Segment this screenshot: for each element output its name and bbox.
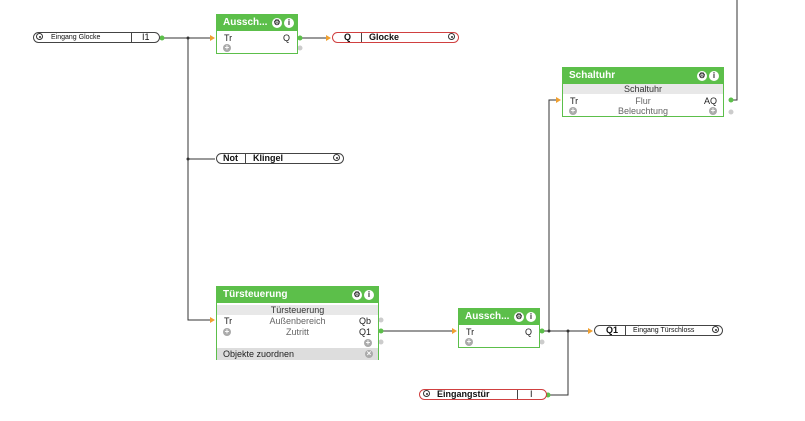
block-title: Aussch... bbox=[465, 311, 510, 322]
wire-glocke-tuer bbox=[187, 159, 210, 321]
input-tag: I1 bbox=[142, 32, 150, 42]
block-aussch-2[interactable]: Aussch... ⚙ i Tr Q + bbox=[458, 308, 540, 348]
output-aq: AQ bbox=[703, 96, 717, 106]
input-tr: Tr bbox=[570, 96, 579, 106]
block-subtitle: Schaltuhr bbox=[563, 84, 723, 94]
info-icon[interactable]: i bbox=[709, 71, 719, 81]
gear-icon[interactable]: ⚙ bbox=[697, 71, 707, 81]
wire-glocke-klingel bbox=[187, 38, 215, 160]
input-tr: Tr bbox=[224, 33, 233, 43]
param-flur: Flur bbox=[635, 96, 651, 106]
output-label: Glocke bbox=[369, 32, 400, 42]
output-q1: Q1 bbox=[358, 327, 371, 337]
gear-icon[interactable]: ⚙ bbox=[272, 18, 282, 28]
info-icon[interactable]: i bbox=[526, 312, 536, 322]
plus-icon[interactable]: + bbox=[223, 43, 231, 52]
block-aussch-1[interactable]: Aussch... ⚙ i Tr Q + bbox=[216, 14, 298, 54]
plus-icon[interactable]: + bbox=[465, 337, 473, 346]
output-eingang-tuerschloss[interactable]: Q1 Eingang Türschloss bbox=[594, 325, 723, 336]
block-subtitle: Türsteuerung bbox=[217, 305, 378, 315]
block-title: Aussch... bbox=[223, 17, 268, 28]
param-beleuchtung: Beleuchtung bbox=[617, 106, 669, 116]
gear-icon[interactable]: ⚙ bbox=[514, 312, 524, 322]
close-icon[interactable]: × bbox=[365, 349, 373, 358]
output-tag: Not bbox=[223, 153, 238, 163]
gear-icon[interactable] bbox=[333, 154, 340, 161]
gear-icon[interactable] bbox=[36, 33, 43, 40]
plus-icon[interactable]: + bbox=[709, 106, 717, 115]
block-header[interactable]: Türsteuerung bbox=[217, 287, 378, 303]
assign-objects-bar[interactable]: Objekte zuordnen × bbox=[217, 348, 378, 360]
input-label: Eingang Glocke bbox=[51, 34, 101, 41]
output-label: Eingang Türschloss bbox=[633, 327, 695, 334]
output-tag: Q bbox=[344, 32, 352, 42]
block-tuersteuerung[interactable]: Türsteuerung ⚙ i Türsteuerung Tr Außenbe… bbox=[216, 286, 379, 360]
block-title: Schaltuhr bbox=[569, 70, 616, 81]
output-q: Q bbox=[282, 33, 290, 43]
gear-icon[interactable]: ⚙ bbox=[352, 290, 362, 300]
param-aussenbereich: Außenbereich bbox=[269, 316, 326, 326]
plus-icon[interactable]: + bbox=[364, 338, 372, 347]
assign-objects-label: Objekte zuordnen bbox=[223, 349, 295, 359]
gear-icon[interactable] bbox=[448, 33, 455, 40]
wire-aus2-schaltuhr bbox=[548, 99, 556, 331]
plus-icon[interactable]: + bbox=[223, 327, 231, 336]
info-icon[interactable]: i bbox=[284, 18, 294, 28]
input-tag: I bbox=[530, 389, 533, 399]
wire-eingangstuer bbox=[548, 331, 569, 396]
param-zutritt: Zutritt bbox=[285, 327, 309, 337]
block-schaltuhr[interactable]: Schaltuhr ⚙ i Schaltuhr Tr Flur AQ + Bel… bbox=[562, 67, 724, 117]
input-tr: Tr bbox=[224, 316, 233, 326]
plus-icon[interactable]: + bbox=[569, 106, 577, 115]
input-tr: Tr bbox=[466, 327, 475, 337]
output-tag: Q1 bbox=[606, 325, 619, 335]
output-klingel[interactable]: Not Klingel bbox=[216, 153, 344, 164]
gear-icon[interactable] bbox=[423, 390, 430, 397]
block-title: Türsteuerung bbox=[223, 289, 288, 300]
input-eingang-glocke[interactable]: Eingang Glocke I1 bbox=[33, 32, 160, 43]
output-q: Q bbox=[524, 327, 532, 337]
input-label: Eingangstür bbox=[437, 389, 490, 399]
input-eingangstuer[interactable]: Eingangstür I bbox=[419, 389, 547, 400]
output-qb: Qb bbox=[358, 316, 371, 326]
output-glocke[interactable]: Q Glocke bbox=[332, 32, 459, 43]
info-icon[interactable]: i bbox=[364, 290, 374, 300]
output-label: Klingel bbox=[253, 153, 284, 163]
block-header[interactable]: Schaltuhr bbox=[563, 68, 723, 84]
gear-icon[interactable] bbox=[712, 326, 719, 333]
wire-schaltuhr-up bbox=[731, 0, 738, 101]
